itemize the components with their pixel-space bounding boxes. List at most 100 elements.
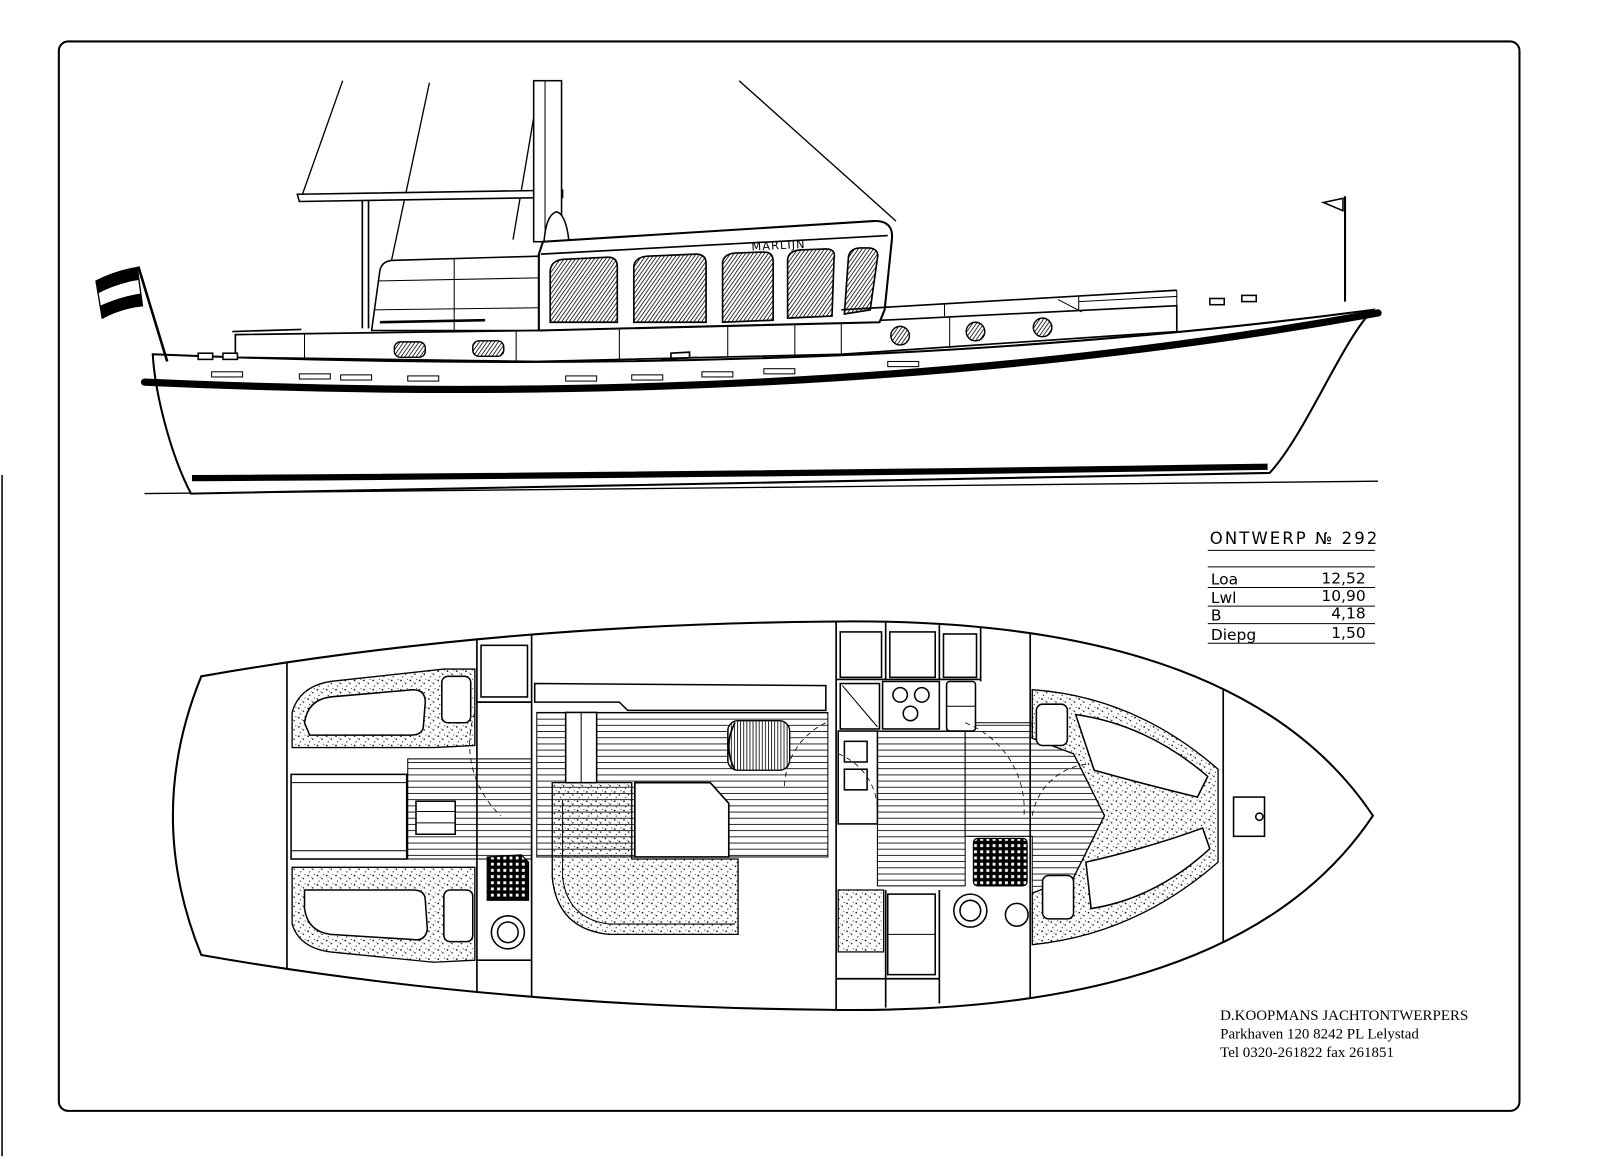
- forward-head: [953, 722, 1029, 928]
- fender-slot: [763, 368, 796, 375]
- rigging-wire: [301, 80, 344, 195]
- galley-floor-planks: [876, 730, 966, 887]
- door-swing: [784, 722, 826, 790]
- berth-cushion: [1085, 827, 1211, 910]
- flag-staff: [137, 266, 169, 362]
- design-number-title: ONTWERP № 292: [1210, 529, 1380, 548]
- fender-slot: [407, 375, 440, 382]
- aft-porthole: [472, 340, 505, 358]
- wheelhouse: MARLIJN: [537, 220, 894, 332]
- forward-cabin: [1031, 689, 1219, 946]
- galley-drawer: [843, 740, 868, 763]
- deck-rails: [232, 289, 1178, 333]
- aft-head: [480, 644, 530, 950]
- door-swing: [469, 712, 501, 816]
- rigging-wire: [512, 99, 538, 240]
- berth-cushion: [303, 889, 429, 941]
- stove-burner: [913, 686, 930, 703]
- fender-slot: [298, 373, 331, 380]
- windscreen-line: [373, 307, 539, 311]
- chain-pipe: [1254, 812, 1264, 822]
- bulkheads: [286, 621, 1225, 1010]
- designer-phone: Tel 0320-261822 fax 261851: [1220, 1045, 1394, 1061]
- forepeak: [1232, 796, 1266, 838]
- door-swing: [1031, 763, 1090, 816]
- door-swing: [965, 722, 1025, 816]
- dinette-inner-edge: [562, 800, 735, 925]
- wheelhouse-window: [843, 247, 879, 315]
- bow-cleat: [1209, 297, 1226, 306]
- stern-cleat: [197, 352, 214, 361]
- fender-slot: [565, 375, 598, 382]
- stern-flag: [95, 266, 169, 362]
- washbasin: [1004, 902, 1029, 927]
- deckhouse-divisions: [304, 317, 951, 362]
- forestay: [738, 80, 897, 222]
- bow-cleat: [1241, 294, 1258, 303]
- stern-rail: [232, 328, 302, 333]
- galley-locker: [839, 631, 883, 679]
- foredeck-rail: [1078, 295, 1177, 303]
- bimini-frame: [296, 189, 564, 329]
- deck-fittings: [197, 294, 1258, 361]
- spec-label-loa: Loa: [1211, 570, 1238, 588]
- fore-porthole: [1032, 317, 1053, 338]
- fender-slot: [887, 360, 920, 368]
- companion-step: [415, 800, 456, 836]
- spec-label-draft: Diepg: [1211, 626, 1256, 644]
- bow-pennant: [1320, 196, 1347, 302]
- shower-grating: [486, 854, 530, 901]
- fender-slots: [211, 360, 920, 382]
- wheelhouse-window: [721, 251, 774, 324]
- stove-burner: [892, 686, 909, 703]
- aft-cabin: [290, 668, 501, 963]
- windscreen-panel: [370, 255, 540, 332]
- fender-slot: [211, 371, 244, 378]
- windscreen-line: [377, 277, 539, 282]
- saloon-settee: [533, 682, 827, 712]
- designer-address: Parkhaven 120 8242 PL Lelystad: [1220, 1027, 1419, 1043]
- galley-locker: [942, 633, 978, 679]
- flag-top-band: [96, 267, 140, 294]
- galley: [837, 631, 978, 976]
- boat-name: MARLIJN: [751, 237, 806, 254]
- galley-locker: [889, 631, 936, 679]
- plan-view: [171, 620, 1375, 1012]
- aft-locker: [480, 644, 529, 698]
- stove: [881, 680, 941, 730]
- armchair-back: [727, 722, 736, 771]
- spec-value-draft: 1,50: [1331, 624, 1365, 642]
- fender-slot: [701, 371, 734, 378]
- bimini-top: [296, 189, 564, 203]
- sink-drain: [841, 685, 878, 728]
- aft-cabin-bench: [290, 773, 408, 860]
- fore-porthole: [890, 325, 911, 346]
- dinette-table: [634, 781, 730, 858]
- midship-cleat: [660, 351, 698, 361]
- designer-name: D.KOOPMANS JACHTONTWERPERS: [1220, 1008, 1468, 1024]
- galley-seat: [837, 889, 885, 953]
- shower-grating: [972, 837, 1028, 887]
- aft-windscreen: [370, 255, 540, 332]
- aft-porthole: [393, 341, 427, 359]
- profile-view: MARLIJN: [95, 79, 1382, 495]
- toilet-bowl: [959, 899, 982, 922]
- designer-block: D.KOOPMANS JACHTONTWERPERS Parkhaven 120…: [1220, 1008, 1468, 1061]
- fore-porthole: [965, 321, 986, 342]
- door-swing: [838, 753, 878, 816]
- boot-stripe: [191, 463, 1268, 482]
- galley-drawer: [843, 768, 868, 791]
- mast: [532, 79, 570, 243]
- berth-pillow: [443, 889, 474, 943]
- flag-bottom-band: [100, 293, 143, 319]
- spec-value-loa: 12,52: [1321, 569, 1365, 587]
- berth-cushion: [1074, 713, 1209, 798]
- stove-burner: [902, 705, 919, 722]
- mast-tabernacle: [543, 210, 570, 242]
- berth-pillow: [441, 675, 472, 724]
- fender-slot: [631, 374, 664, 381]
- sheet-border: [57, 40, 1521, 1112]
- pennant-flag: [1320, 197, 1344, 212]
- spec-table: ONTWERP № 292 Loa 12,52 Lwl 10,90 B 4,18…: [1207, 529, 1380, 644]
